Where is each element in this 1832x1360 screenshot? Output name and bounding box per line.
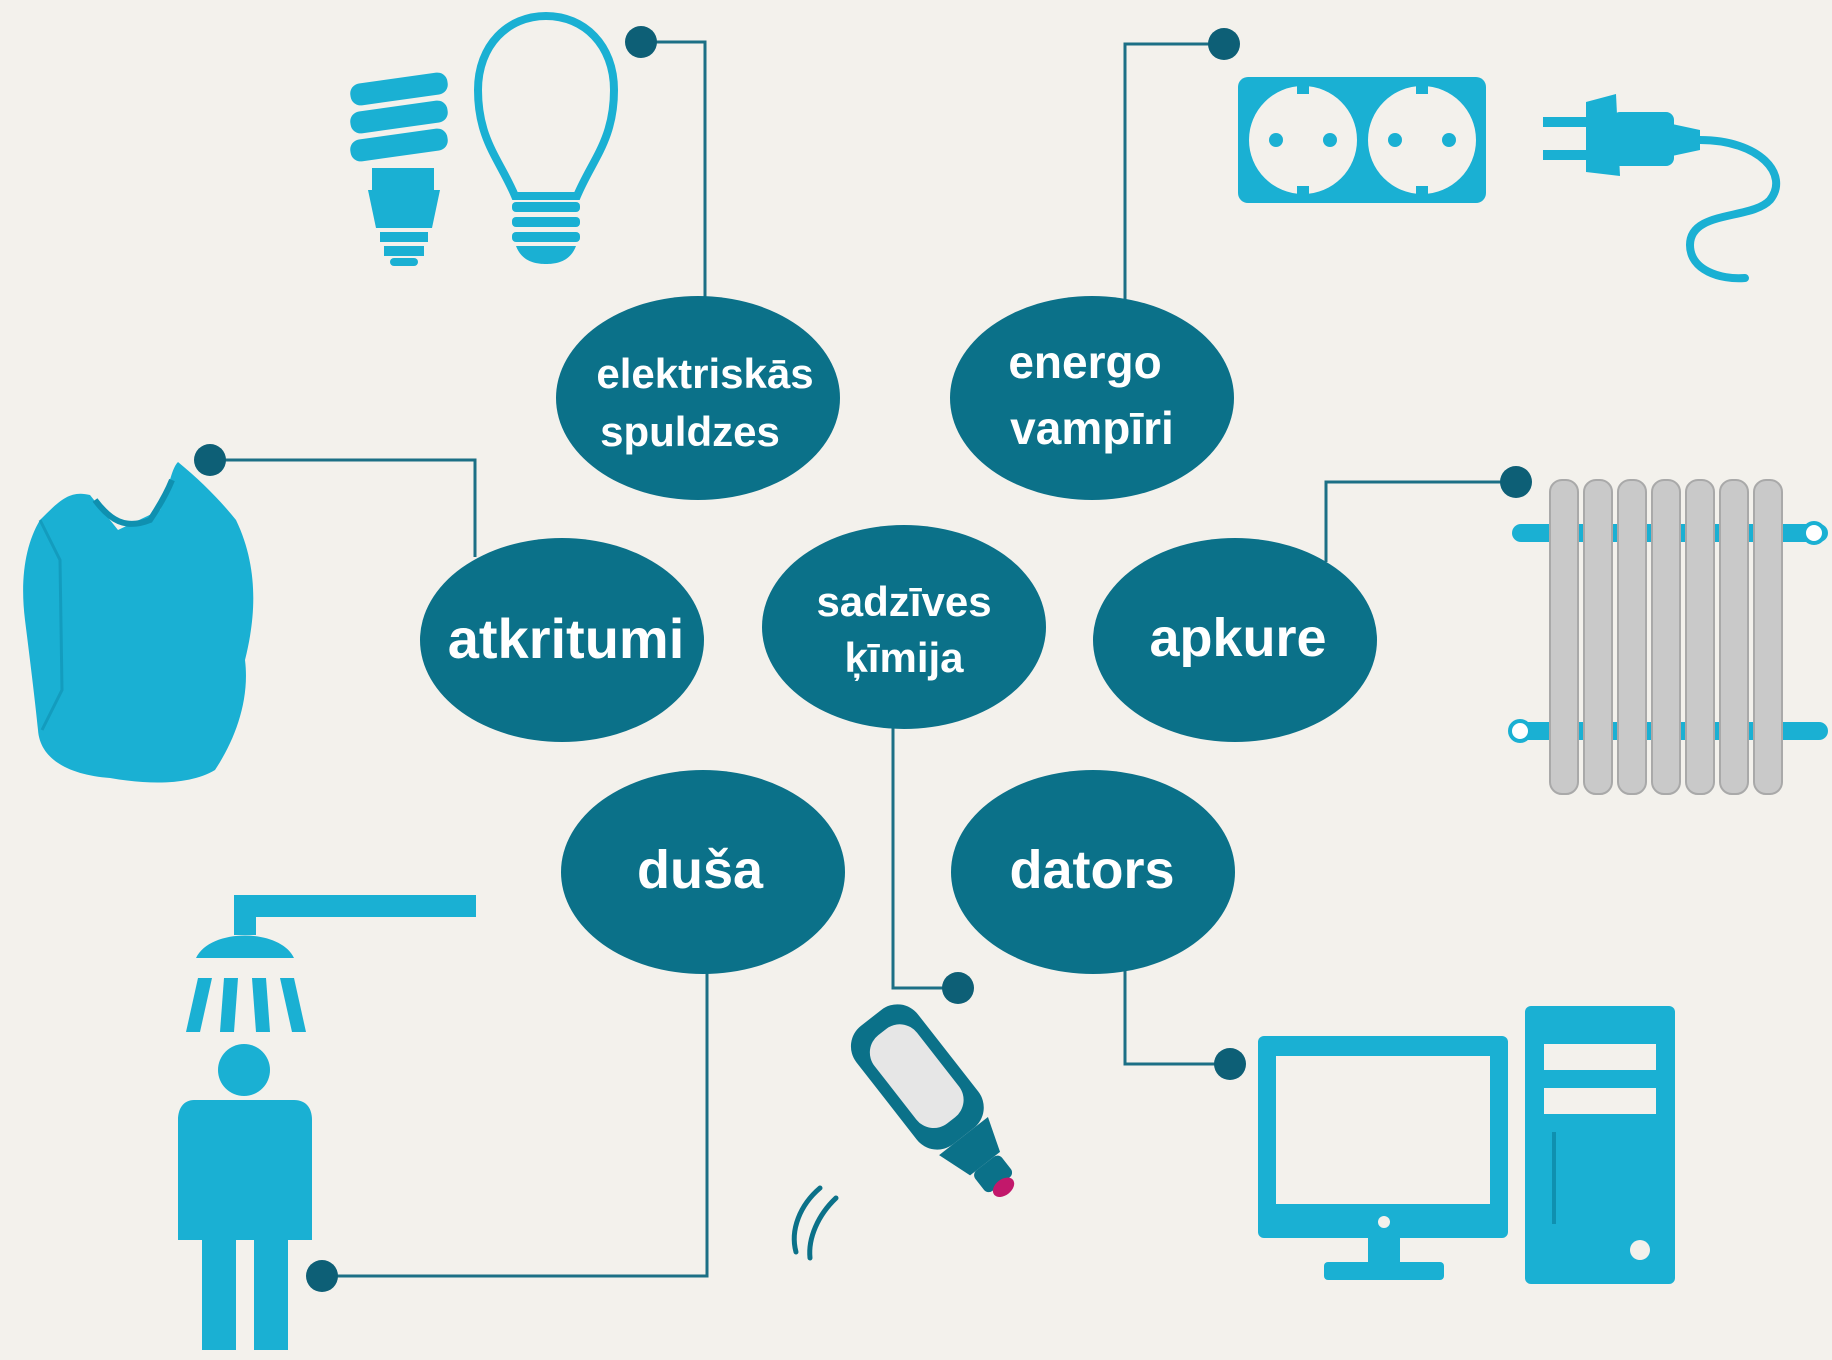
spray-bottle-icon <box>791 1004 1015 1261</box>
node-energy-vampires-line2: vampīri <box>1010 402 1174 454</box>
node-heating-label: apkure <box>1149 608 1326 668</box>
node-household-chemicals: sadzīves ķīmija <box>762 525 1046 729</box>
node-heating: apkure <box>1093 538 1377 742</box>
radiator-fins <box>1549 479 1783 795</box>
node-shower: duša <box>561 770 845 974</box>
node-waste-label: atkritumi <box>448 607 685 670</box>
node-energy-vampires-line1: energo <box>1008 336 1161 388</box>
plastic-bag-icon <box>23 462 254 783</box>
power-plug-icon <box>1543 94 1780 283</box>
connector-computer <box>1123 958 1246 1080</box>
cfl-bulb-icon <box>350 72 448 266</box>
connectors <box>194 26 1532 1292</box>
connector-bulbs <box>625 26 707 300</box>
node-electric-bulbs: elektriskās spuldzes <box>556 296 840 500</box>
node-computer: dators <box>951 770 1235 974</box>
light-bulb-icon <box>350 11 619 266</box>
radiator-icon <box>1508 479 1828 795</box>
node-household-chemicals-line2: ķīmija <box>844 634 964 682</box>
node-household-chemicals-line1: sadzīves <box>816 578 991 625</box>
node-waste: atkritumi <box>420 538 704 742</box>
node-energy-vampires: energo vampīri <box>950 296 1234 500</box>
connector-shower <box>306 960 709 1292</box>
node-electric-bulbs-line1: elektriskās <box>596 350 813 397</box>
node-computer-label: dators <box>1009 840 1174 900</box>
connector-waste <box>194 444 477 557</box>
node-shower-label: duša <box>637 840 764 900</box>
connector-heating <box>1324 466 1532 562</box>
shower-person-icon <box>178 895 476 1350</box>
power-socket-icon <box>1238 77 1486 203</box>
bubbles: elektriskās spuldzes energo vampīri atkr… <box>420 296 1377 974</box>
desktop-computer-icon <box>1258 1006 1675 1284</box>
connector-chemicals <box>891 728 974 1004</box>
node-electric-bulbs-line2: spuldzes <box>600 408 780 455</box>
connector-energy-vampires <box>1123 28 1240 302</box>
incandescent-bulb-icon <box>473 11 619 264</box>
